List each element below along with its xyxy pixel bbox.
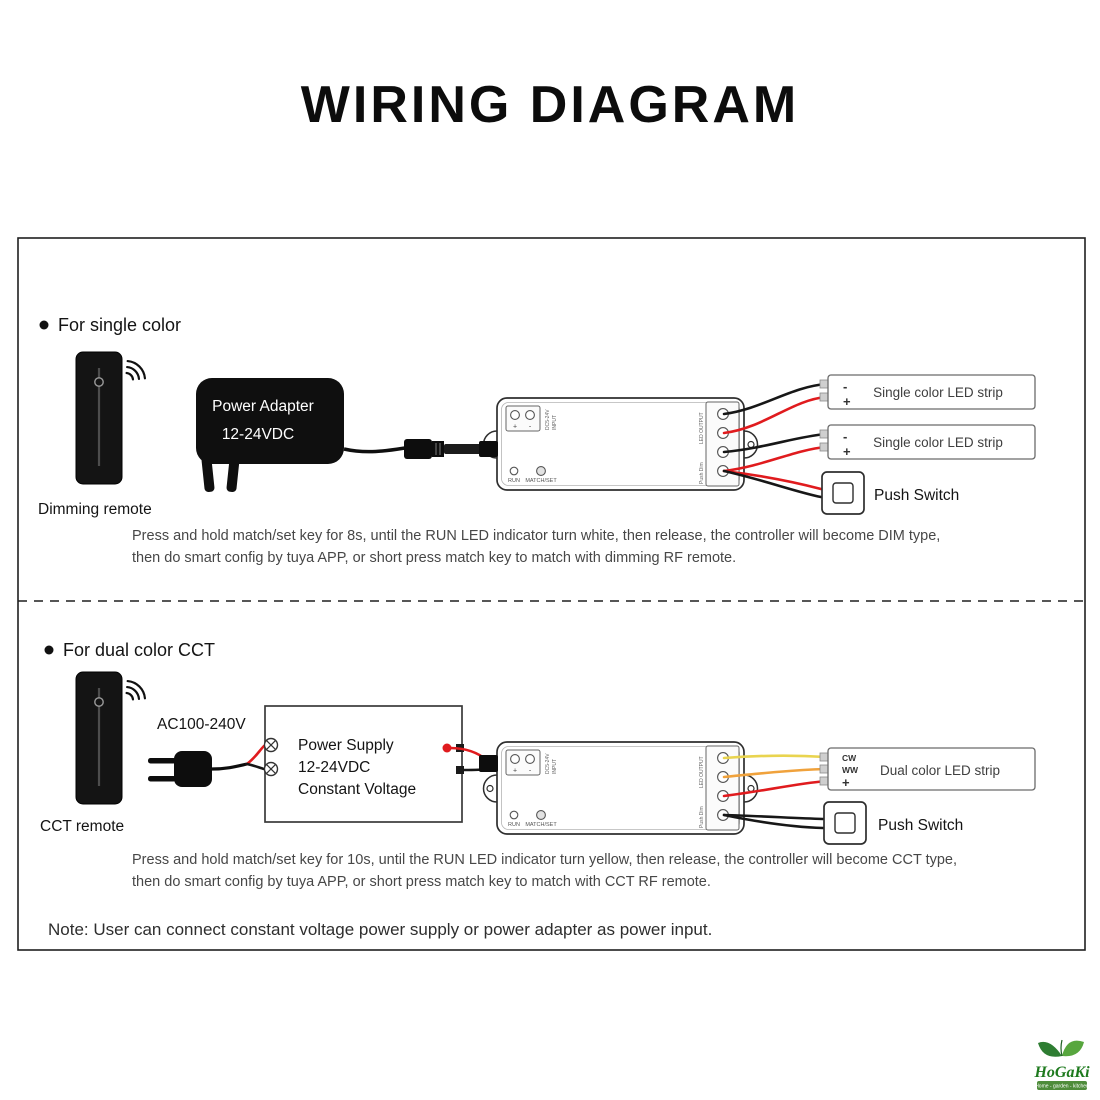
section-cct-heading: For dual color CCT — [63, 640, 215, 660]
ac-input-label: AC100-240V — [157, 716, 246, 733]
led-controller-cct — [482, 741, 759, 835]
push-switch-single — [821, 471, 865, 515]
wire-push-switch-b — [722, 469, 823, 499]
plug-cord — [211, 762, 248, 771]
led-strip-single-1: - + Single color LED strip — [819, 374, 1036, 410]
instruction-cct-line2: then do smart config by tuya APP, or sho… — [132, 874, 711, 890]
section-single-heading: For single color — [58, 315, 181, 335]
strip-label: Dual color LED strip — [880, 763, 1000, 778]
ac-plug — [148, 744, 266, 787]
led-strip-dual: CW WW + Dual color LED strip — [819, 747, 1036, 791]
dc-barrel-connector — [404, 439, 498, 459]
strip-body — [827, 747, 1036, 791]
wire-strip1-negative — [722, 382, 828, 416]
instruction-single-line2: then do smart config by tuya APP, or sho… — [132, 550, 736, 566]
page-title: WIRING DIAGRAM — [301, 76, 799, 134]
psu-voltage: 12-24VDC — [298, 759, 370, 776]
wire-strip2-negative — [722, 432, 828, 454]
strip-plus-mark: + — [843, 444, 851, 459]
instruction-cct-line1: Press and hold match/set key for 10s, un… — [132, 852, 957, 868]
power-supply: Power Supply 12-24VDC Constant Voltage — [263, 705, 464, 823]
adapter-cord — [343, 446, 406, 454]
terminal-x — [266, 740, 276, 750]
adapter-title: Power Adapter — [212, 398, 314, 415]
wire-ac-live — [245, 744, 266, 766]
dc-input-jack — [479, 755, 498, 772]
led-controller-single — [482, 397, 759, 491]
wire-plus — [722, 779, 828, 798]
rf-signal-icon — [125, 359, 147, 381]
diagram-border — [17, 237, 1086, 951]
strip-plus-mark: + — [842, 775, 850, 790]
strip-ww-mark: WW — [842, 765, 859, 775]
rf-signal-icon — [125, 679, 147, 701]
wire-ww — [722, 767, 828, 779]
bullet-icon — [44, 645, 54, 655]
strip-cw-mark: CW — [842, 753, 857, 763]
power-adapter-prong — [201, 455, 215, 493]
dc-plug-collar — [432, 441, 444, 457]
cct-remote — [74, 670, 124, 806]
psu-output-nub — [456, 766, 464, 774]
dimming-remote — [74, 350, 124, 486]
logo-name: HoGaKi — [1033, 1064, 1090, 1081]
adapter-voltage: 12-24VDC — [222, 426, 294, 443]
power-adapter-prong — [226, 455, 240, 493]
brand-logo: HoGaKi Home - garden - kitchen — [1033, 1039, 1090, 1090]
output-wires-cct — [722, 754, 828, 830]
junction-dot — [442, 743, 452, 753]
bullet-icon — [39, 320, 49, 330]
strip-label: Single color LED strip — [873, 385, 1003, 400]
wire-strip2-positive — [722, 445, 828, 473]
wire-cw — [722, 754, 828, 760]
led-strip-single-2: - + Single color LED strip — [819, 424, 1036, 460]
power-adapter-body — [196, 378, 344, 464]
strip-body — [827, 424, 1036, 460]
wire-ac-neutral — [245, 762, 266, 771]
leaf-icon — [1062, 1040, 1084, 1057]
plug-body — [174, 751, 212, 787]
wire-push-switch-b — [722, 813, 825, 830]
wire-strip1-positive — [722, 395, 828, 435]
psu-input-terminal — [263, 761, 279, 777]
strip-label: Single color LED strip — [873, 435, 1003, 450]
plug-prong — [148, 758, 176, 764]
instruction-single-line1: Press and hold match/set key for 8s, unt… — [132, 528, 940, 544]
terminal-x — [266, 764, 276, 774]
dc-plug-body — [404, 439, 432, 459]
strip-plus-mark: + — [843, 394, 851, 409]
logo-tagline: Home - garden - kitchen — [1035, 1084, 1089, 1090]
logo-banner — [1037, 1081, 1087, 1090]
push-switch-label-cct: Push Switch — [878, 817, 963, 834]
psu-body — [264, 705, 463, 823]
dc-plug-barrel — [444, 444, 482, 454]
dimming-remote-label: Dimming remote — [38, 501, 152, 518]
push-switch-label-single: Push Switch — [874, 487, 959, 504]
wire-push-switch-a — [722, 469, 823, 491]
push-switch-cct — [823, 801, 867, 845]
strip-body — [827, 374, 1036, 410]
psu-type: Constant Voltage — [298, 781, 416, 798]
wire-push-switch-a — [722, 813, 825, 821]
psu-input-terminal — [263, 737, 279, 753]
footer-note: Note: User can connect constant voltage … — [48, 920, 712, 939]
leaf-icon — [1038, 1041, 1062, 1057]
strip-minus-mark: - — [843, 429, 847, 444]
leaf-stem — [1060, 1039, 1063, 1057]
power-adapter: Power Adapter 12-24VDC — [196, 378, 406, 493]
cct-remote-label: CCT remote — [40, 818, 124, 835]
dc-input-jack — [479, 441, 498, 457]
output-wires-single — [722, 382, 828, 499]
plug-prong — [148, 776, 176, 782]
psu-title: Power Supply — [298, 737, 394, 754]
strip-minus-mark: - — [843, 379, 847, 394]
